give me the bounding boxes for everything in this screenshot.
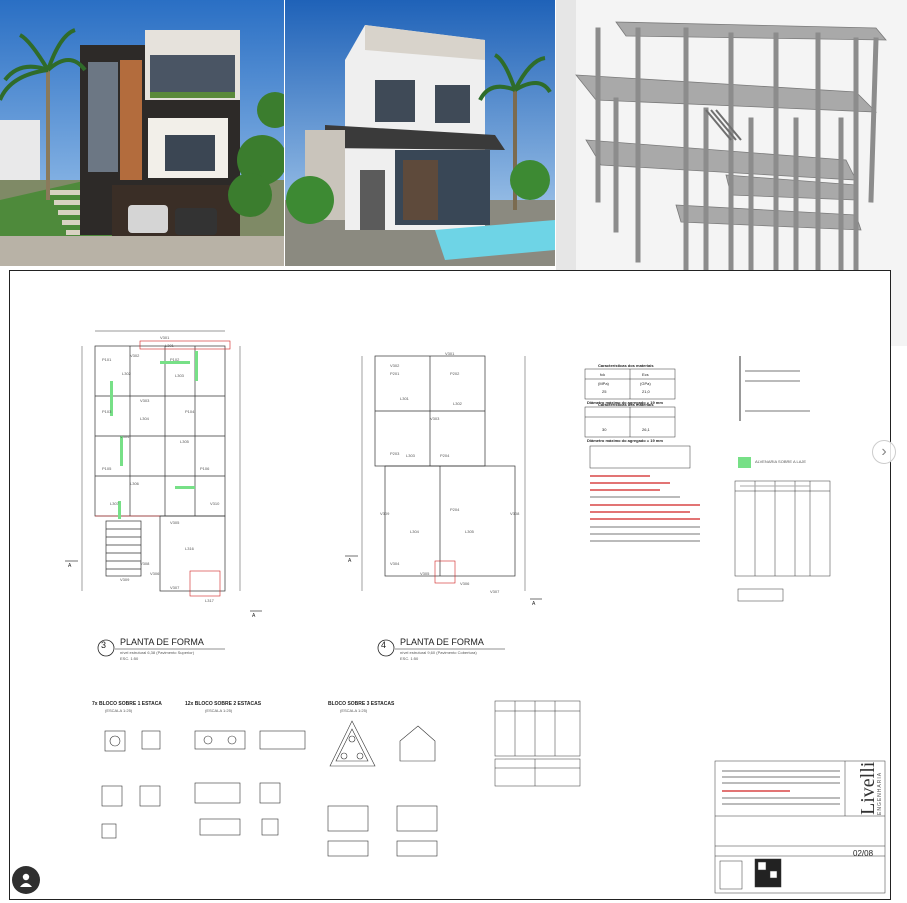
section-marker: A [532, 601, 536, 607]
company-logo: Livelli ENGENHARIA [853, 762, 883, 815]
beam-label: V308 [510, 511, 520, 516]
beam-label: V308 [140, 561, 150, 566]
chevron-right-icon: › [881, 443, 887, 460]
slab-label: L305 [465, 529, 474, 534]
slab-label: L304 [140, 416, 149, 421]
beam-label: V302 [390, 363, 400, 368]
materials-title-2: Características dos materiais [598, 402, 654, 407]
pillar-label: P102 [170, 357, 180, 362]
materials-ecs-2: 26,1 [642, 427, 650, 432]
slab-label: L304 [410, 529, 419, 534]
sheet-number: 02/08 [853, 849, 874, 858]
block3-title: BLOCO SOBRE 3 ESTACAS [328, 701, 395, 707]
plan4-title: PLANTA DE FORMA [400, 637, 484, 647]
beam-label: V306 [460, 581, 470, 586]
materials-unit2: (GPa) [640, 381, 651, 386]
section-marker: A [252, 613, 256, 619]
block1-title: 7x BLOCO SOBRE 1 ESTACA [92, 701, 162, 707]
materials-title: Características dos materiais [598, 363, 654, 368]
beam-label: V301 [160, 335, 170, 340]
beam-label: V303 [140, 398, 150, 403]
pillar-label: P202 [450, 371, 460, 376]
pillar-label: P103 [102, 409, 112, 414]
pillar-label: P204 [440, 453, 450, 458]
slab-label: L302 [122, 371, 131, 376]
plan3-scale: ESC. 1:50 [120, 656, 139, 661]
user-avatar-button[interactable] [12, 866, 40, 894]
materials-col2: Ecs [642, 372, 649, 377]
section-marker: A [68, 563, 72, 569]
pillar-label: P105 [102, 466, 112, 471]
materials-fck-2: 30 [602, 427, 607, 432]
plan4-number: 4 [381, 640, 387, 650]
slab-label: L301 [165, 343, 174, 348]
logo-subtitle: ENGENHARIA [877, 771, 883, 815]
beam-label: V304 [390, 561, 400, 566]
render-house-perspective [285, 0, 555, 266]
plan3-number: 3 [101, 640, 107, 650]
beam-label: V305 [170, 520, 180, 525]
plan3-subtitle: nível estrutural 6,38 (Pavimento Superio… [120, 650, 195, 655]
section-marker: A [348, 558, 352, 564]
beam-label: V310 [210, 501, 220, 506]
beam-label: V303 [430, 416, 440, 421]
drawing-sheet: 3 PLANTA DE FORMA nível estrutural 6,38 … [9, 270, 891, 900]
render-house-front [0, 0, 284, 266]
block2-scale: (ESCALA 1:25) [205, 708, 233, 713]
pillar-label: P204 [450, 507, 460, 512]
beam-label: V309 [120, 577, 130, 582]
beam-label: V306 [150, 571, 160, 576]
materials-fck: 25 [602, 389, 607, 394]
slab-label: L303 [406, 453, 415, 458]
slab-label: L303 [175, 373, 184, 378]
beam-label: V307 [490, 589, 500, 594]
materials-note: Diâmetro máximo do agregado = 19 mm [587, 400, 663, 405]
pillar-label: P106 [200, 466, 210, 471]
pillar-label: P201 [390, 371, 400, 376]
legend-green-label: ALVENARIA SOBRE A LAJE [755, 459, 807, 464]
materials-col1: fck [600, 372, 606, 377]
plan4-scale: ESC. 1:50 [400, 656, 419, 661]
slab-label: L301 [400, 396, 409, 401]
slab-label: L317 [205, 598, 214, 603]
slab-label: L305 [180, 439, 189, 444]
slab-label: L302 [453, 401, 462, 406]
beam-label: V301 [445, 351, 455, 356]
beam-label: V302 [130, 353, 140, 358]
slab-label: L307 [110, 501, 119, 506]
block3-scale: (ESCALA 1:25) [340, 708, 368, 713]
slab-label: L306 [130, 481, 139, 486]
pillar-label: P101 [102, 357, 112, 362]
beam-label: V305 [420, 571, 430, 576]
pillar-label: P104 [185, 409, 195, 414]
plan3-title: PLANTA DE FORMA [120, 637, 204, 647]
user-icon [20, 873, 32, 887]
beam-label: V307 [170, 585, 180, 590]
plan4-subtitle: nível estrutural 9,60 (Pavimento Cobertu… [400, 650, 477, 655]
materials-note-2: Diâmetro máximo do agregado = 19 mm [587, 438, 663, 443]
beam-label: V304 [120, 434, 130, 439]
materials-unit1: (MPa) [598, 381, 609, 386]
next-image-button[interactable]: › [872, 440, 896, 464]
block2-title: 12x BLOCO SOBRE 2 ESTACAS [185, 701, 262, 707]
materials-ecs: 21,0 [642, 389, 650, 394]
pillar-label: P203 [390, 451, 400, 456]
beam-label: V309 [380, 511, 390, 516]
slab-label: L316 [185, 546, 194, 551]
sheet-linework [65, 330, 886, 894]
block1-scale: (ESCALA 1:25) [105, 708, 133, 713]
